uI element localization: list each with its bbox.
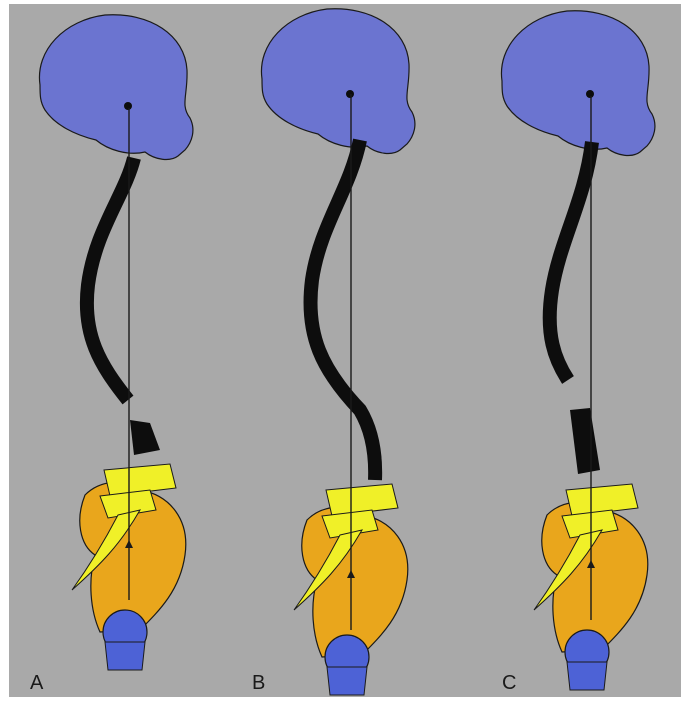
head-marker [124,102,132,110]
femur-neck [105,642,145,670]
head-marker [586,90,594,98]
head-marker [346,90,354,98]
panel-label-c: C [502,672,516,694]
femur-neck [567,662,607,690]
femur-neck [327,667,367,695]
panel-label-b: B [252,672,265,694]
panel-label-a: A [30,672,44,694]
